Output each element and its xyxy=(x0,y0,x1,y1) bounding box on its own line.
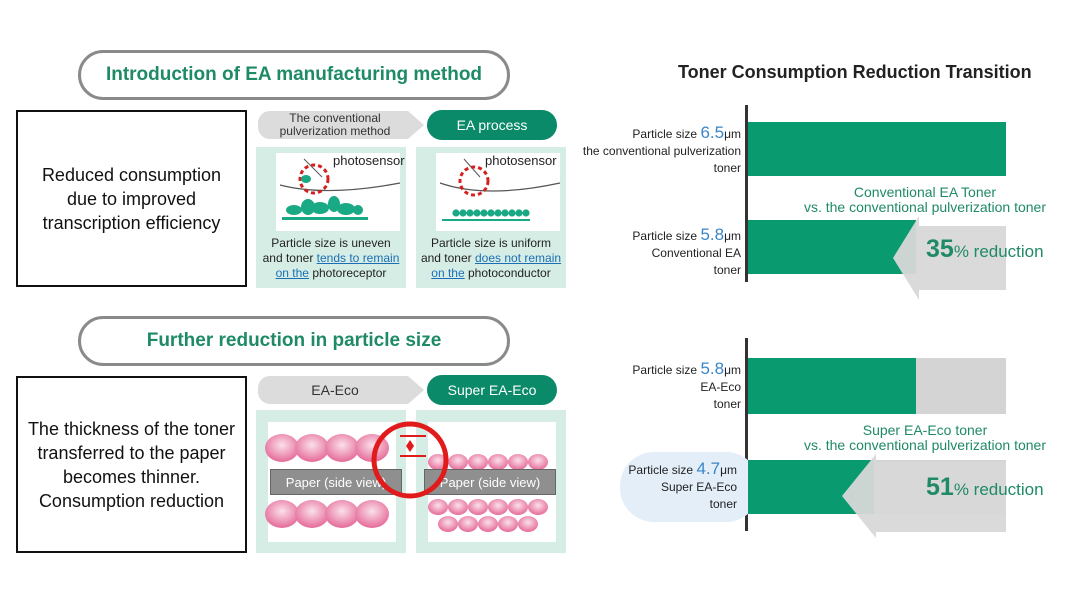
photoreceptor-diagram-uniform xyxy=(436,153,561,231)
size-unit: μm xyxy=(720,463,737,477)
caption-text-a: Particle size is uneven and toner xyxy=(262,236,391,265)
step-conventional: The conventional pulverization method xyxy=(258,111,424,139)
magnifier-circle-icon xyxy=(371,421,449,499)
photosensor-label-1: photosensor xyxy=(333,153,405,168)
comparison-label-2: Super EA-Eco toner vs. the conventional … xyxy=(790,423,1060,453)
paper-label-2: Paper (side view) xyxy=(424,469,556,495)
row-name-line2: toner xyxy=(709,497,737,511)
size-value: 5.8 xyxy=(700,225,725,244)
comparison-label-1: Conventional EA Toner vs. the convention… xyxy=(790,185,1060,215)
photosensor-label-2: photosensor xyxy=(485,153,557,168)
size-value: 5.8 xyxy=(700,359,725,378)
comparison-line2: vs. the conventional pulverization toner xyxy=(803,199,1047,215)
row-highlight-bubble xyxy=(620,452,760,522)
row-label-conventional-ea: Particle size 5.8μm Conventional EA tone… xyxy=(560,226,741,279)
row-name-line1: EA-Eco xyxy=(700,380,741,394)
caption-text-a: Particle size is uniform and toner xyxy=(420,236,552,265)
row-name-line2: toner xyxy=(713,263,741,277)
reduction-51: 51% reduction xyxy=(926,473,1044,502)
step-ea-process: EA process xyxy=(427,110,557,140)
size-unit: μm xyxy=(724,363,741,377)
row-name-line1: Super EA-Eco xyxy=(660,480,737,494)
caption-link[interactable]: does not remain on the xyxy=(431,251,562,280)
chart-title: Toner Consumption Reduction Transition xyxy=(678,62,1032,82)
size-prefix: Particle size xyxy=(632,127,701,141)
size-prefix: Particle size xyxy=(632,363,701,377)
reduction-suffix: % reduction xyxy=(953,242,1044,261)
benefit-box-thickness: The thickness of the toner transferred t… xyxy=(16,376,247,553)
reduction-arrow-1 xyxy=(893,216,1006,300)
photoreceptor-diagram-uneven xyxy=(276,153,401,231)
bar-pulverization xyxy=(748,122,1006,176)
size-unit: μm xyxy=(724,127,741,141)
section-title-ea-method: Introduction of EA manufacturing method xyxy=(78,50,510,100)
row-label-ea-eco: Particle size 5.8μm EA-Eco toner xyxy=(560,360,741,413)
size-value: 6.5 xyxy=(700,123,725,142)
bar-ea-eco xyxy=(748,358,916,414)
size-value: 4.7 xyxy=(696,459,721,478)
benefit-box-transcription: Reduced consumption due to improved tran… xyxy=(16,110,247,287)
size-prefix: Particle size xyxy=(628,463,697,477)
caption-link[interactable]: tends to remain on the xyxy=(275,251,400,280)
row-name-line2: toner xyxy=(713,161,741,175)
panel-caption-1: Particle size is uneven and toner tends … xyxy=(260,236,402,281)
row-name-line1: the conventional pulverization xyxy=(582,144,741,158)
reduction-arrow-2 xyxy=(842,454,1006,538)
panel-conventional: photosensor Particle size is uneven and … xyxy=(256,147,406,288)
step-super-ea-eco: Super EA-Eco xyxy=(427,375,557,405)
comparison-line1: Super EA-Eco toner xyxy=(862,422,988,438)
caption-text-b: photoreceptor xyxy=(308,266,387,280)
reduction-number: 35 xyxy=(926,235,954,263)
panel-super-ea-eco-layer: Paper (side view) xyxy=(416,410,566,553)
comparison-line1: Conventional EA Toner xyxy=(853,184,997,200)
row-label-pulverization: Particle size 6.5μm the conventional pul… xyxy=(560,124,741,177)
reduction-number: 51 xyxy=(926,473,954,501)
bar-conventional-ea xyxy=(748,220,916,274)
row-name-line1: Conventional EA xyxy=(651,246,741,260)
caption-text-b: photoconductor xyxy=(464,266,551,280)
size-prefix: Particle size xyxy=(632,229,701,243)
row-label-super-ea-eco: Particle size 4.7μm Super EA-Eco toner xyxy=(560,460,737,513)
axis-line-top xyxy=(745,105,748,282)
panel-caption-2: Particle size is uniform and toner does … xyxy=(420,236,562,281)
size-unit: μm xyxy=(724,229,741,243)
step-ea-eco: EA-Eco xyxy=(258,376,424,404)
section-title-particle-size: Further reduction in particle size xyxy=(78,316,510,366)
comparison-line2: vs. the conventional pulverization toner xyxy=(803,437,1047,453)
axis-line-bottom xyxy=(745,338,748,531)
panel-ea-process: photosensor Particle size is uniform and… xyxy=(416,147,566,288)
reduction-35: 35% reduction xyxy=(926,235,1044,264)
reduction-suffix: % reduction xyxy=(953,480,1044,499)
row-name-line2: toner xyxy=(713,397,741,411)
